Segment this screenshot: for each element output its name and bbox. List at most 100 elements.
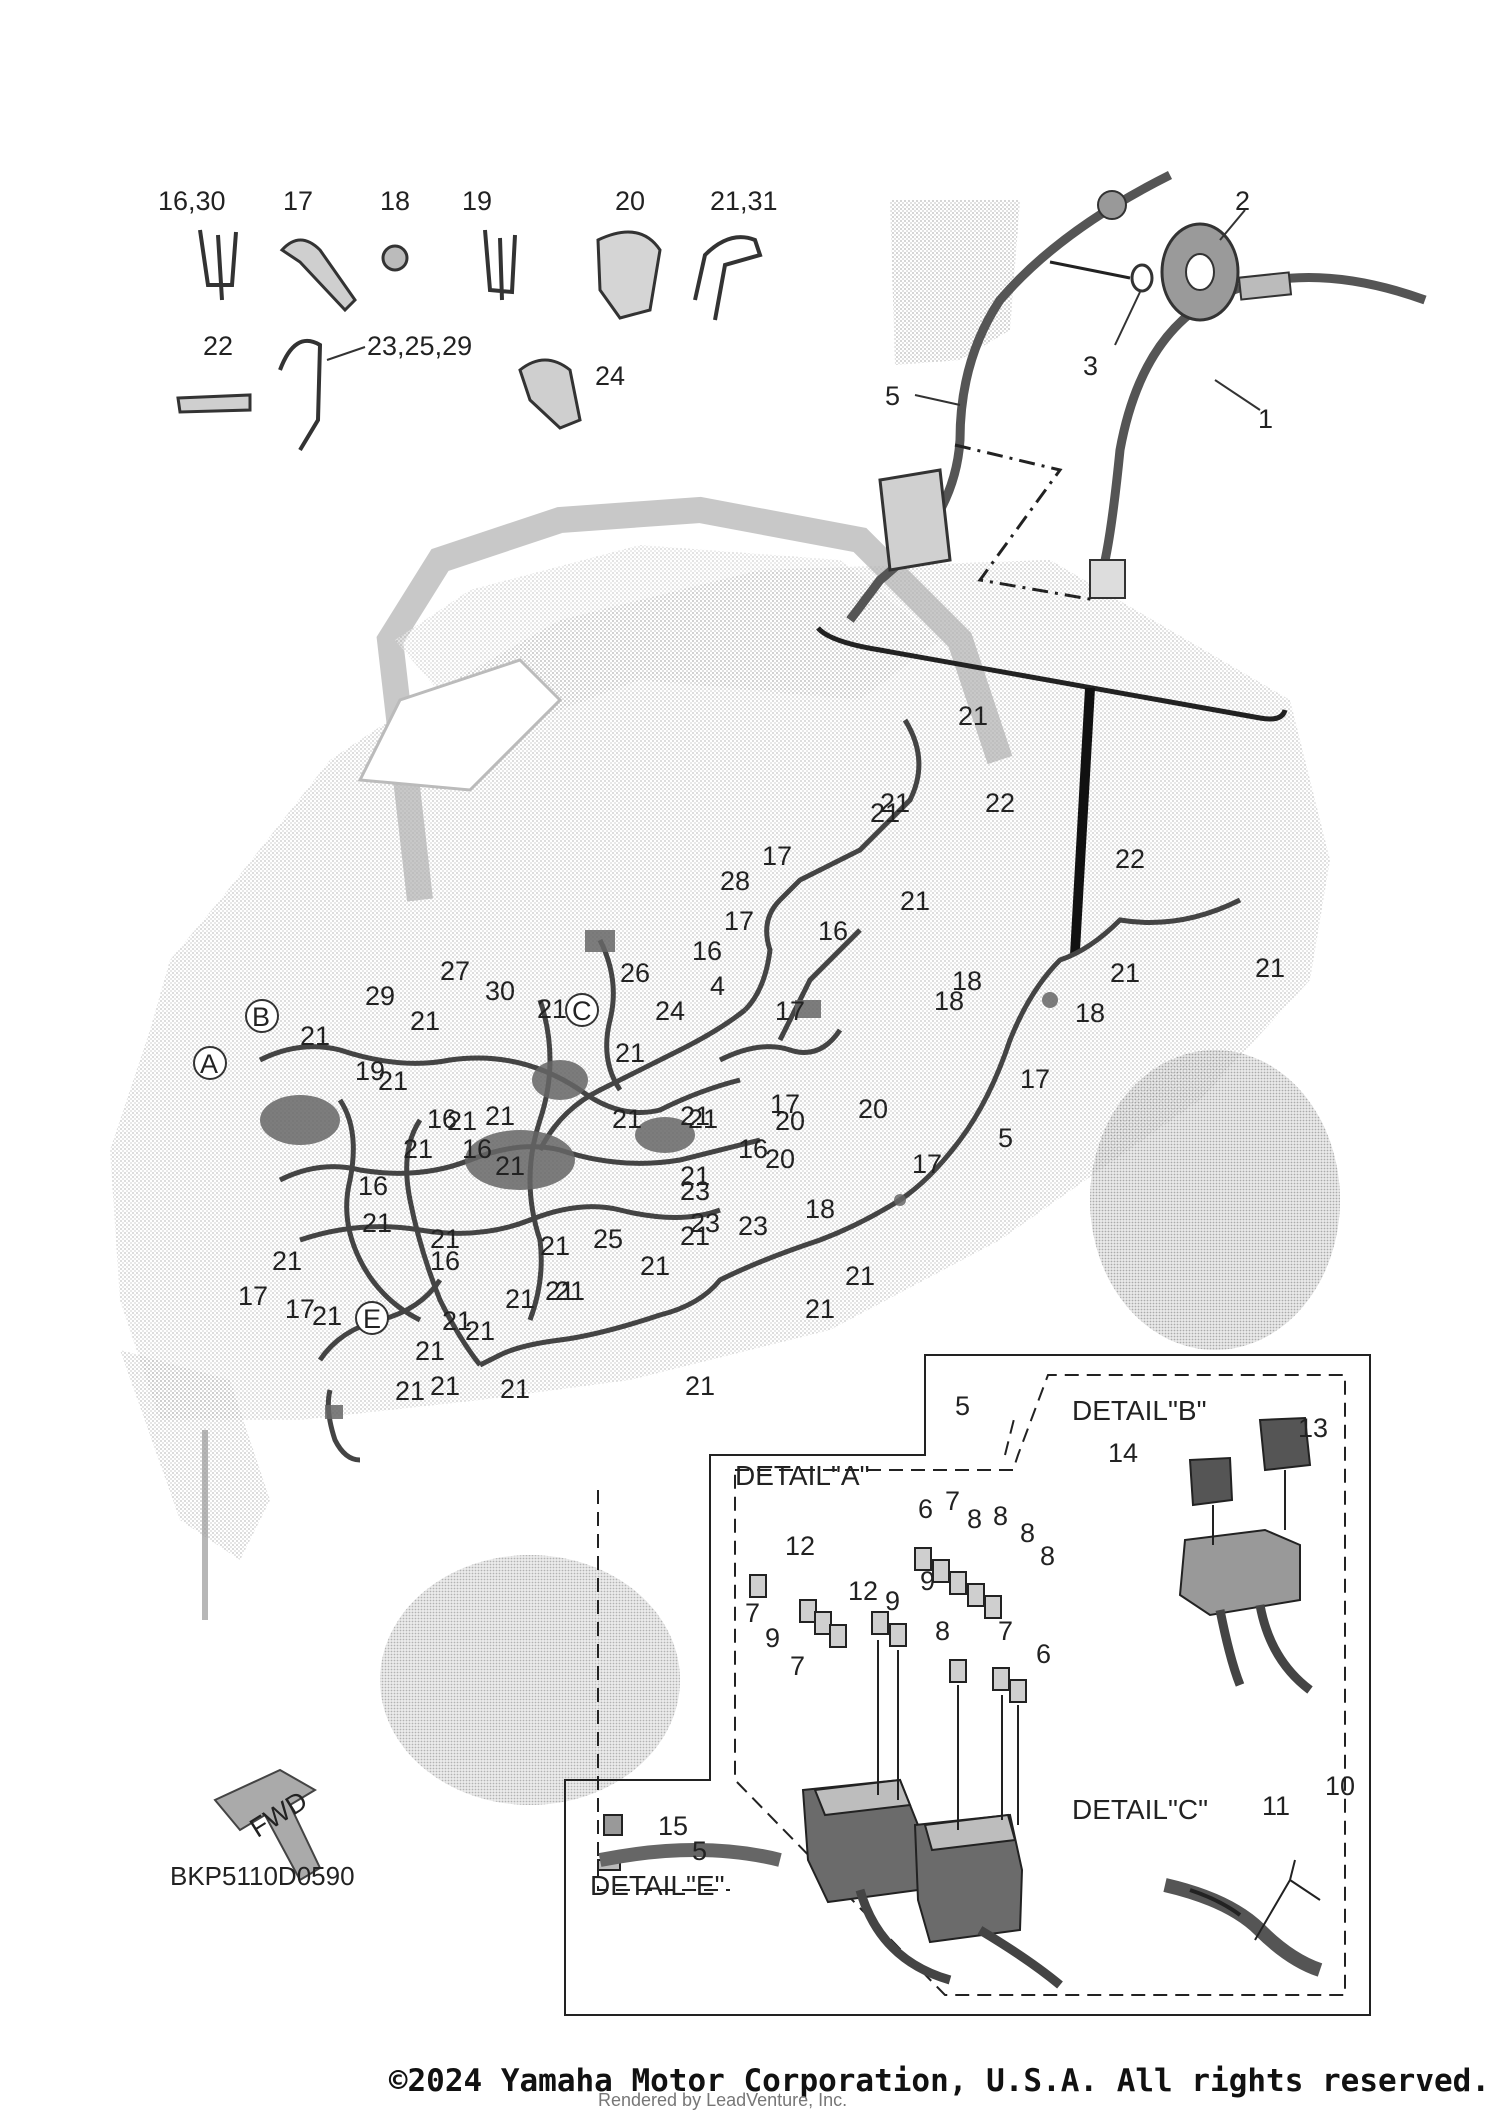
detail-callout: 8 (967, 1504, 982, 1534)
harness-callout: 21 (870, 798, 900, 828)
harness-callout: 21 (1110, 958, 1140, 988)
harness-callout: 16 (692, 936, 722, 966)
svg-text:B: B (252, 1002, 270, 1032)
ref-dashed (954, 443, 1096, 602)
harness-callout: 21 (415, 1336, 445, 1366)
harness-callout: 16 (462, 1134, 492, 1164)
harness-callout: 28 (720, 866, 750, 896)
harness-callout: 21 (395, 1376, 425, 1406)
harness-callout: 21 (680, 1221, 710, 1251)
circle-markers: A B C E (193, 993, 599, 1335)
wire-harness (258, 718, 1242, 1463)
harness-callout: 16 (427, 1104, 457, 1134)
harness-callout: 27 (440, 956, 470, 986)
detail-callout: 8 (1040, 1541, 1055, 1571)
relay-holder (1178, 1528, 1301, 1617)
harness-callout: 21 (545, 1276, 575, 1306)
marker-c (565, 993, 599, 1027)
harness-callout: 21 (447, 1106, 477, 1136)
harness-callout: 21 (688, 1104, 718, 1134)
harness-callout: 21 (272, 1246, 302, 1276)
inset-callout-1: 1 (1258, 404, 1273, 434)
harness-callout: 23 (680, 1176, 710, 1206)
detail-c-harness (1163, 1878, 1323, 1977)
svg-text:A: A (200, 1049, 218, 1079)
detail-callout: 7 (745, 1598, 760, 1628)
washer (1130, 263, 1154, 293)
upper-inset: 2 3 1 5 (816, 170, 1427, 955)
detail-callout: 7 (998, 1616, 1013, 1646)
inset-panel (890, 200, 1020, 365)
inset-pointer (1070, 688, 1095, 955)
detail-callout: 9 (765, 1623, 780, 1653)
harness-callout: 17 (770, 1089, 800, 1119)
harness-callout: 21 (880, 788, 910, 818)
detail-box: DETAIL"A" DETAIL"B" DETAIL"C" DETAIL"E" (564, 1354, 1371, 2016)
harness-callout: 19 (355, 1056, 385, 1086)
detail-callout: 11 (1262, 1791, 1290, 1821)
clip-18-icon (381, 244, 409, 272)
detail-box-outline (564, 1354, 1371, 2016)
detail-callout: 5 (955, 1391, 970, 1421)
harness-callout: 26 (620, 958, 650, 988)
detail-e-title: DETAIL"E" (590, 1870, 725, 1901)
clip-17-icon (279, 238, 357, 313)
harness-callout: 21 (1255, 953, 1285, 983)
harness-callout: 22 (985, 788, 1015, 818)
harness-callout: 17 (775, 996, 805, 1026)
harness-callout: 21 (615, 1038, 645, 1068)
rear-wheel (1090, 1050, 1340, 1350)
harness-callout: 18 (805, 1194, 835, 1224)
svg-text:C: C (572, 996, 592, 1026)
harness-callout: 30 (485, 976, 515, 1006)
clip-callout-22: 22 (203, 331, 233, 361)
harness-callout: 17 (238, 1281, 268, 1311)
harness-callout: 21 (680, 1161, 710, 1191)
harness-callout: 21 (958, 701, 988, 731)
detail-callout: 10 (1325, 1771, 1355, 1801)
harness-callout: 16 (358, 1171, 388, 1201)
detail-callout: 6 (1036, 1639, 1051, 1669)
harness-callout: 23 (738, 1211, 768, 1241)
harness-callout: 21 (845, 1261, 875, 1291)
detail-callout: 5 (692, 1836, 707, 1866)
detail-box-dashed-a (597, 1414, 1016, 1891)
harness-callout: 21 (300, 1021, 330, 1051)
harness-callout: 21 (505, 1284, 535, 1314)
detail-callout: 15 (658, 1811, 688, 1841)
figure-code: BKP5110D0590 (170, 1861, 355, 1891)
harness-callout: 21 (640, 1251, 670, 1281)
inset-callout-3: 3 (1083, 351, 1098, 381)
svg-text:E: E (363, 1304, 381, 1334)
harness-callout: 21 (465, 1316, 495, 1346)
harness-callout: 22 (1115, 844, 1145, 874)
harness-callout: 16 (430, 1246, 460, 1276)
detail-callout: 8 (935, 1616, 950, 1646)
windshield-frame (357, 658, 563, 792)
clip-callout-20: 20 (615, 186, 645, 216)
clip-callout-16-30: 16,30 (158, 186, 226, 216)
inset-callout-5: 5 (885, 381, 900, 411)
detail-callout: 9 (920, 1566, 935, 1596)
clip-19-icon (483, 229, 517, 301)
harness-callout: 21 (410, 1006, 440, 1036)
fwd-arrow (213, 1768, 322, 1882)
clip-callout-24: 24 (595, 361, 625, 391)
sensor-connector (1237, 271, 1293, 301)
harness-callout: 29 (365, 981, 395, 1011)
harness-callout: 21 (312, 1301, 342, 1331)
detail-callout: 13 (1298, 1413, 1328, 1443)
clip-callout-21-31: 21,31 (710, 186, 778, 216)
detail-callout: 12 (785, 1531, 815, 1561)
harness-callout: 18 (952, 966, 982, 996)
detail-a-title: DETAIL"A" (735, 1460, 870, 1491)
detail-callout: 7 (790, 1651, 805, 1681)
harness-callout: 20 (765, 1144, 795, 1174)
harness-callout: 5 (998, 1123, 1013, 1153)
harness-1 (1095, 273, 1427, 582)
roll-cage (376, 496, 1013, 902)
sensor-knob (1097, 190, 1127, 220)
